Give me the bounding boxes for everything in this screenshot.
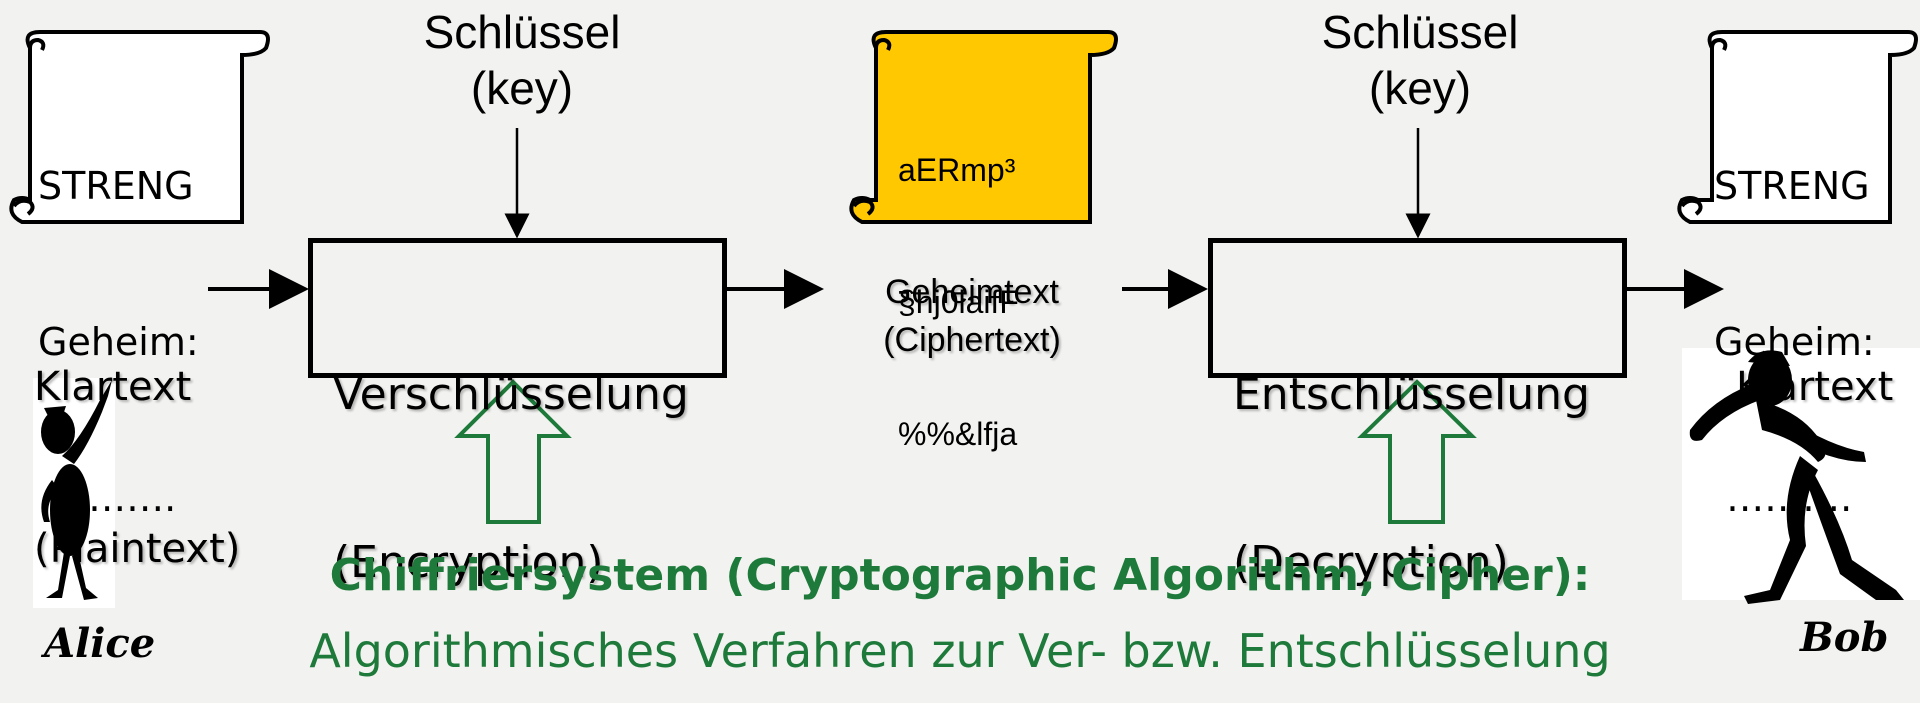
plaintext-left-line-1: Klartext xyxy=(34,364,192,410)
plaintext-label-left: Klartext (Plaintext) xyxy=(34,252,240,630)
green-up-arrow-right xyxy=(1357,379,1477,524)
encryption-box-text: Verschlüsselung (Encryption) xyxy=(313,243,722,703)
key-label-left: Schlüssel (key) xyxy=(392,4,652,116)
ciphertext-line-2: (Ciphertext) xyxy=(883,321,1061,359)
cipher-line-1: aERmp³ xyxy=(898,152,1016,188)
ciphertext-scroll-icon xyxy=(849,30,1118,224)
key-left-line-2: (key) xyxy=(470,62,574,114)
right-scroll-icon xyxy=(1677,30,1918,224)
decryption-line-1: Entschlüsselung xyxy=(1233,369,1590,420)
right-scroll-text: STRENG Geheim: ………. xyxy=(1714,56,1875,576)
key-right-line-1: Schlüssel xyxy=(1321,6,1519,58)
left-scroll-line-3: ………. xyxy=(38,476,177,520)
diagram-graphics xyxy=(9,30,1920,608)
ciphertext-label: Geheimtext (Ciphertext) xyxy=(852,268,1092,364)
decryption-line-2: (Decryption) xyxy=(1233,537,1509,588)
left-scroll-text: STRENG Geheim: ………. xyxy=(38,56,199,576)
left-scroll-icon xyxy=(9,30,270,224)
ciphertext-scroll-text: aERmp³ §hj0laifF %%&lfja xyxy=(898,60,1019,500)
encryption-box: Verschlüsselung (Encryption) xyxy=(308,238,727,588)
key-label-right: Schlüssel (key) xyxy=(1290,4,1550,116)
cipher-line-2: §hj0laifF xyxy=(898,284,1019,320)
green-up-arrow-left xyxy=(454,379,572,524)
bob-figure-icon xyxy=(1682,348,1920,604)
decryption-box-text: Entschlüsselung (Decryption) xyxy=(1213,243,1622,703)
cipher-line-3: %%&lfja xyxy=(898,416,1018,452)
encryption-line-1: Verschlüsselung xyxy=(333,369,689,420)
plaintext-right-line-1: Klartext xyxy=(1736,364,1894,410)
left-scroll-line-1: STRENG xyxy=(38,164,194,208)
plaintext-left-line-2: (Plaintext) xyxy=(34,526,241,572)
alice-name: Alice xyxy=(44,620,156,667)
cipher-system-subtitle: Algorithmisches Verfahren zur Ver- bzw. … xyxy=(309,624,1611,678)
cipher-system-title: Chiffriersystem (Cryptographic Algorithm… xyxy=(329,550,1591,601)
plaintext-label-right: Klartext xyxy=(1736,252,1893,468)
right-scroll-line-2: Geheim: xyxy=(1714,320,1875,364)
right-scroll-line-1: STRENG xyxy=(1714,164,1870,208)
left-scroll-line-2: Geheim: xyxy=(38,320,199,364)
right-scroll-line-3: ………. xyxy=(1714,476,1853,520)
ciphertext-line-1: Geheimtext xyxy=(885,273,1059,311)
key-left-line-1: Schlüssel xyxy=(423,6,621,58)
alice-figure-icon xyxy=(33,378,115,608)
encryption-line-2: (Encryption) xyxy=(333,537,604,588)
decryption-box: Entschlüsselung (Decryption) xyxy=(1208,238,1627,588)
bob-name: Bob xyxy=(1800,614,1889,661)
key-right-line-2: (key) xyxy=(1368,62,1472,114)
